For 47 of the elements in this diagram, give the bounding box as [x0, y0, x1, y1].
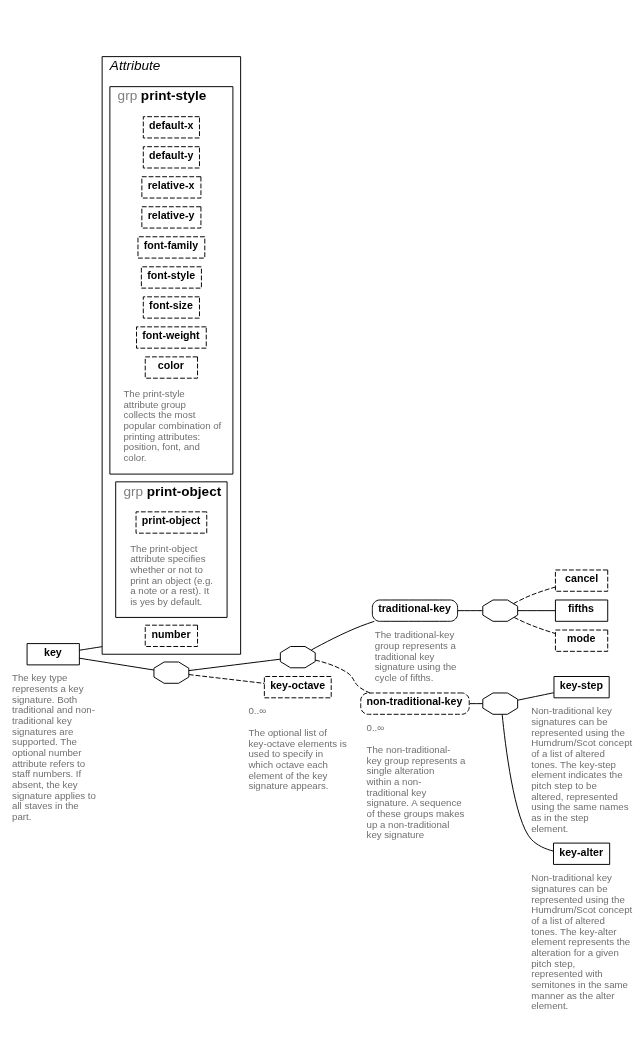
node-box: relative-x	[141, 176, 202, 199]
node-box: default-x	[142, 116, 200, 139]
node-label: Non-traditional key signatures can be represented using the Humdrum/Scot concept of a list of altered tones. The key-alter element represents the alteration for a given pitch step, represented with semitones in the same manner as the alter element.	[531, 872, 633, 1012]
node-box: non-traditional-key	[360, 692, 470, 715]
node-box: cancel	[554, 569, 609, 592]
node-box: relative-y	[141, 206, 202, 229]
node-box: print-object	[135, 511, 208, 534]
node-label: The print-object attribute specifies whether or not to print an object (e.g. a note or a rest). It is yes by default.	[130, 542, 214, 607]
connector	[188, 674, 265, 684]
connector	[517, 610, 556, 612]
connector	[310, 620, 375, 651]
connector	[513, 586, 556, 605]
node-box: default-y	[142, 146, 200, 169]
node-octagon	[279, 646, 316, 669]
connector	[517, 692, 555, 701]
connector	[469, 703, 484, 705]
connector	[501, 714, 554, 852]
node-octagon	[482, 599, 519, 622]
node-box: traditional-key	[371, 599, 459, 622]
node-box: font-size	[142, 296, 200, 319]
node-label: The print-style attribute group collects the most popular combination of printing attributes: position, font, and color.	[123, 388, 222, 463]
node-label: 0..∞	[248, 704, 267, 716]
node-box: key	[26, 643, 80, 666]
node-box: key-alter	[553, 842, 611, 865]
connector	[188, 658, 281, 672]
node-box: font-weight	[136, 326, 207, 349]
node-label: The non-traditional-key group represents a single alteration within a non-traditional key signature. A sequence of these groups makes up a non-traditional key signature	[366, 744, 466, 841]
node-box: mode	[554, 629, 609, 652]
node-octagon	[482, 692, 519, 715]
node-box: key-octave	[263, 676, 332, 699]
node-box: font-family	[137, 236, 206, 259]
node-box: key-step	[553, 676, 610, 699]
connector	[457, 610, 483, 612]
connector	[314, 659, 371, 694]
node-box: number	[144, 624, 199, 647]
node-octagon	[153, 661, 190, 684]
connector	[513, 616, 556, 634]
node-label: The optional list of key-octave elements is used to specify in which octave each element of the key signature appears.	[248, 727, 347, 792]
node-label: Non-traditional key signatures can be represented using the Humdrum/Scot concept of a list of altered tones. The key-step element indicates the pitch step to be altered, represented using the same names as in the step element.	[531, 705, 633, 834]
node-box: fifths	[554, 599, 609, 622]
node-label: The key type represents a key signature. Both traditional and non-traditional key signatures are supported. The optional number attribute refers to staff numbers. If absent, the key signature applies to all staves in the part.	[12, 672, 96, 822]
node-label: 0..∞	[366, 721, 385, 733]
node-box: color	[144, 356, 199, 379]
connector	[78, 657, 155, 671]
node-label: The traditional-key group represents a traditional key signature using the cycle of fifths.	[374, 629, 457, 683]
node-box: font-style	[140, 266, 202, 289]
connector	[78, 646, 103, 651]
